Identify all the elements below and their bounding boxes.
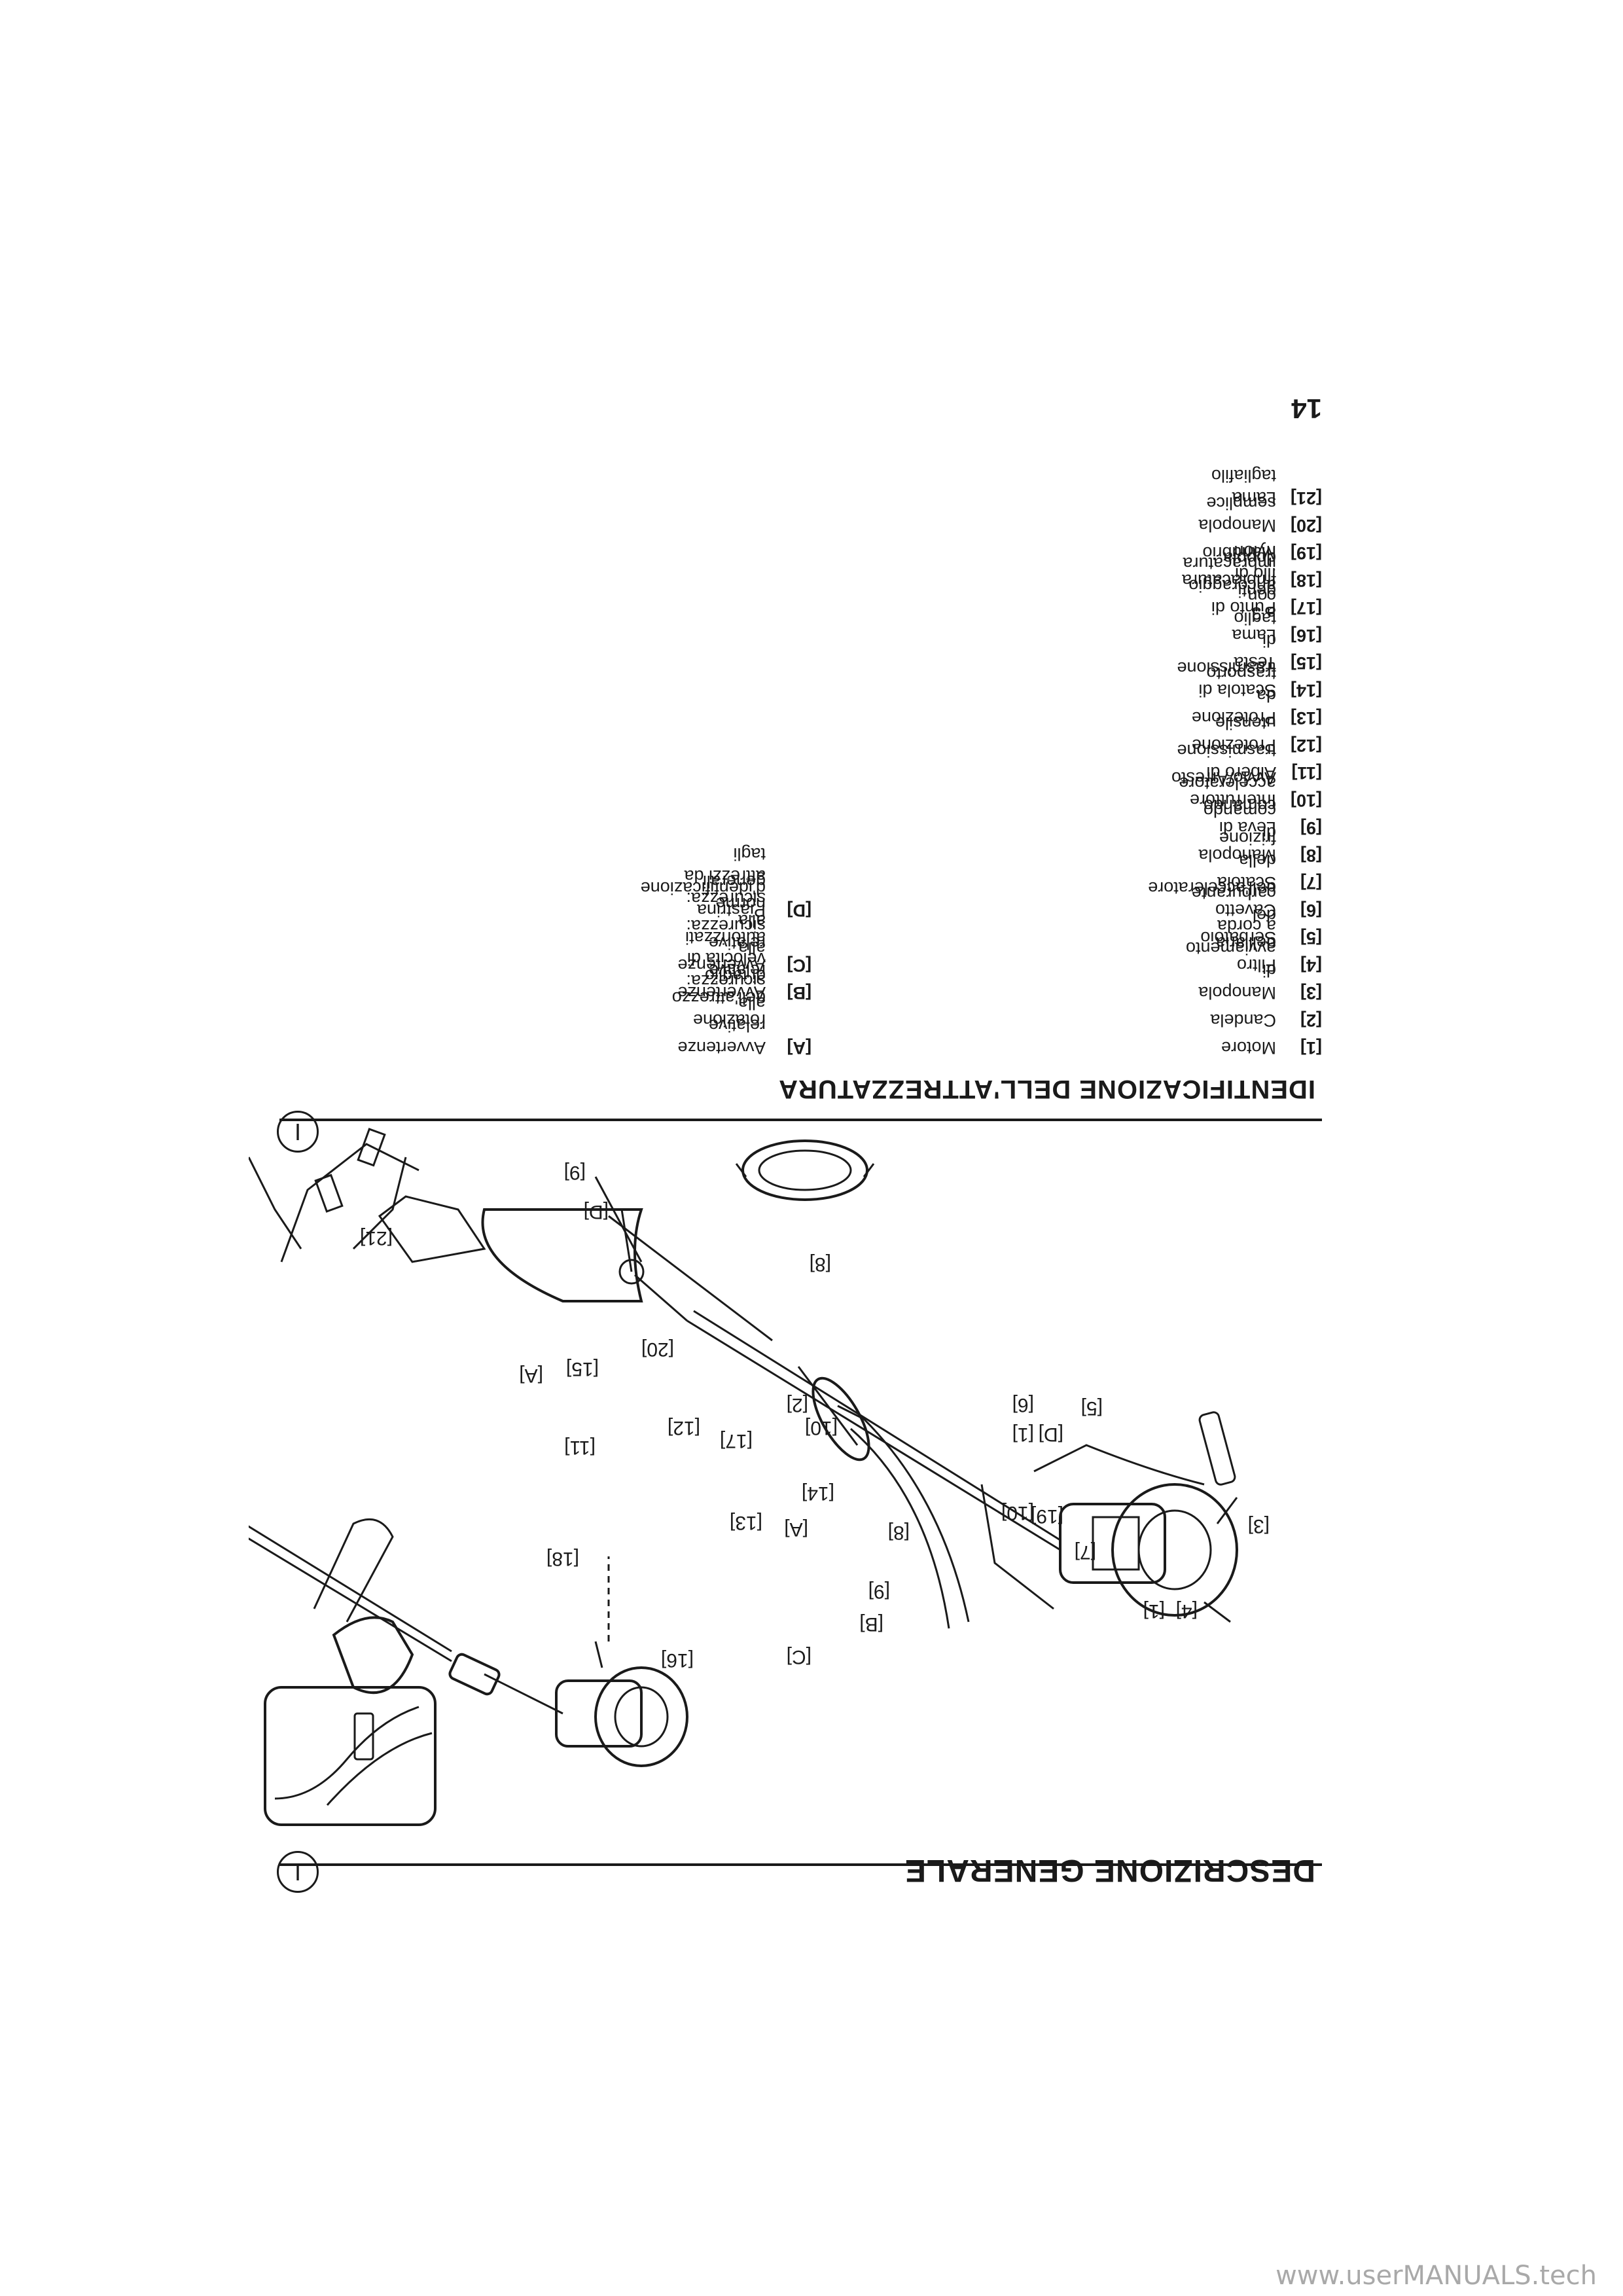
callout-label: [12] [667,1417,700,1439]
callout-label: [15] [565,1358,599,1380]
watermark-text: www.userMANUALS.tech [1275,2261,1597,2291]
language-badge: I [277,1111,319,1153]
callout-label: [8] [809,1253,831,1275]
callout-label: [D] [583,1201,609,1223]
section-divider [279,1119,1322,1121]
legend-left-column: [1]Motore [2]Candela [3]Manopola di avvi… [1148,466,1322,1058]
callout-label: [16] [660,1649,694,1671]
callout-label: [10] [1001,1502,1034,1524]
callout-label: [1] [1143,1600,1165,1622]
callout-label: [9] [563,1162,586,1183]
equipment-illustration [249,1128,1238,1826]
blade-inset-drawing [264,1686,437,1826]
transport-guard-drawing [735,1139,875,1201]
callout-label: [21] [359,1227,393,1249]
trimmer-loop-handle-drawing [249,1441,688,1767]
callout-label: [7] [1074,1541,1096,1563]
page-number: 14 [1291,393,1322,424]
callout-label: [11] [564,1437,596,1458]
callout-label: [18] [546,1548,579,1570]
section-divider [279,1863,1322,1866]
callout-label: [B] [859,1613,883,1635]
callout-label: [9] [868,1581,890,1602]
legend-right-column: [A]Avvertenze relative alla sicurezza: v… [640,844,812,1058]
callout-label: [5] [1080,1397,1103,1419]
callout-label: [10] [804,1417,838,1439]
callout-label: [20] [641,1338,674,1360]
section-title: IDENTIFICAZIONE DELL'ATTREZZATURA [778,1075,1315,1103]
callout-label: [8] [887,1522,910,1543]
brushcutter-bike-handle-drawing [481,1176,1238,1629]
section-title: DESCRIZIONE GENERALE [904,1853,1315,1888]
callout-label: [4] [1175,1600,1198,1622]
callout-label: [A] [784,1518,808,1540]
callout-label: [A] [519,1365,543,1386]
callout-label: [C] [786,1646,812,1668]
callout-label: [6] [1012,1394,1034,1416]
callout-label: [13] [729,1512,762,1534]
callout-label: [2] [786,1394,808,1416]
harness-drawing [249,1128,486,1263]
callout-label: [14] [801,1482,834,1504]
callout-label: [17] [719,1430,753,1452]
callout-label: [19] [1030,1505,1063,1527]
callout-label: [1] [1012,1424,1034,1445]
language-badge: I [277,1851,319,1893]
callout-label: [D] [1038,1424,1063,1445]
callout-label: [3] [1247,1515,1270,1537]
